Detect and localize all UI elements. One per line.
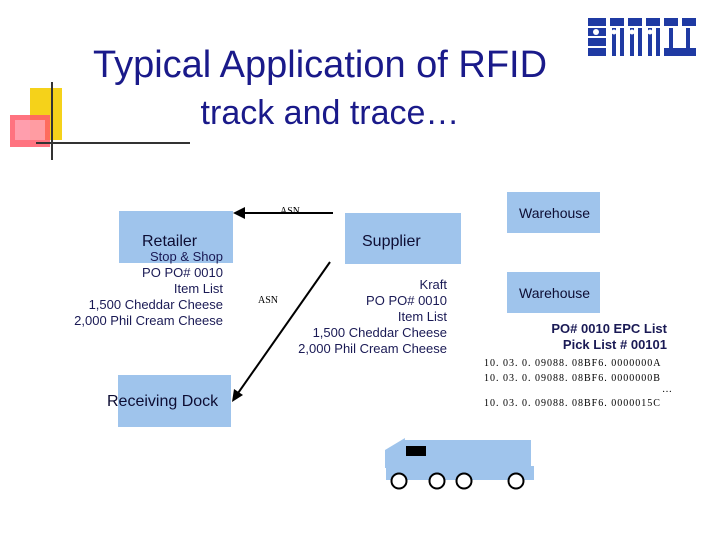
retailer-po: PO PO# 0010 <box>142 265 223 280</box>
receiving-dock-box <box>118 375 231 427</box>
supplier-company: Kraft <box>419 277 447 292</box>
asn-top-label: ASN <box>280 206 301 217</box>
retailer-box <box>119 211 233 263</box>
supplier-item-2: 2,000 Phil Cream Cheese <box>298 341 447 356</box>
warehouse-mid-label: Warehouse <box>519 285 591 301</box>
epc-ellipsis: … <box>662 384 673 395</box>
retailer-order-block: Stop & Shop PO PO# 0010 Item List 1,500 … <box>74 249 223 329</box>
retailer-item-2: 2,000 Phil Cream Cheese <box>74 313 223 328</box>
epc-list-heading: PO# 0010 EPC List <box>551 321 667 336</box>
supplier-box <box>345 213 461 264</box>
supplier-label: Supplier <box>362 233 421 250</box>
warehouse-top-box <box>507 192 600 233</box>
pick-list-heading: Pick List # 00101 <box>562 337 667 352</box>
warehouse-top-label: Warehouse <box>519 205 591 221</box>
slide-subtitle: track and trace… <box>200 94 460 132</box>
supplier-order-block: Kraft PO PO# 0010 Item List 1,500 Chedda… <box>298 277 447 357</box>
epc-code-2: 10. 03. 0. 09088. 08BF6. 0000000B <box>484 373 661 384</box>
retailer-item-list-heading: Item List <box>173 281 223 296</box>
retailer-company: Stop & Shop <box>150 249 223 264</box>
epc-code-3: 10. 03. 0. 09088. 08BF6. 0000015C <box>484 398 661 409</box>
slide-title: Typical Application of RFID <box>92 44 548 86</box>
warehouse-list-block: PO# 0010 EPC List Pick List # 00101 <box>551 321 667 353</box>
retailer-item-1: 1,500 Cheddar Cheese <box>88 297 223 312</box>
supplier-item-1: 1,500 Cheddar Cheese <box>312 325 447 340</box>
asn-diagonal-label: ASN <box>258 295 279 306</box>
company-logo <box>588 18 696 56</box>
warehouse-mid-box <box>507 272 600 313</box>
supplier-po: PO PO# 0010 <box>366 293 447 308</box>
receiving-dock-label: Receiving Dock <box>107 393 219 410</box>
pink-square <box>15 120 45 140</box>
epc-code-1: 10. 03. 0. 09088. 08BF6. 0000000A <box>484 358 662 369</box>
retailer-label: Retailer <box>142 233 198 250</box>
truck-graphic <box>385 438 534 490</box>
asn-top-arrow <box>233 207 333 219</box>
asn-diagonal-arrow <box>232 261 331 402</box>
supplier-item-list-heading: Item List <box>397 309 447 324</box>
